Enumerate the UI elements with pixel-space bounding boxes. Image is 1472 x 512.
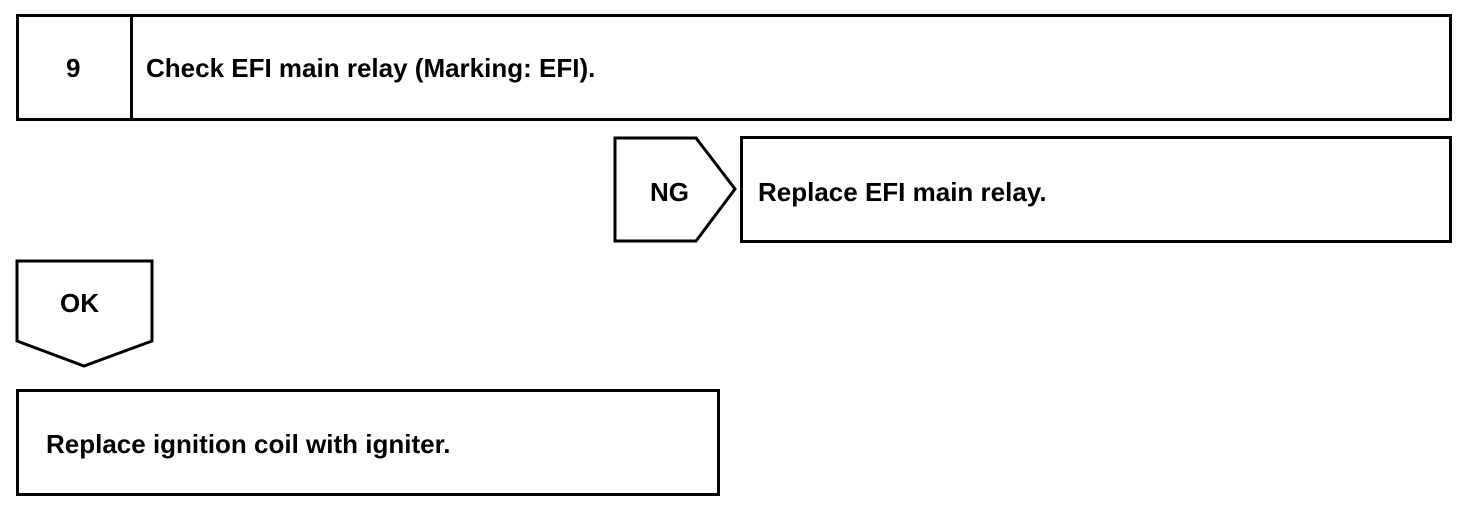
step-number-divider <box>130 14 133 121</box>
ng-arrow-shape <box>613 136 737 243</box>
ok-action-text: Replace ignition coil with igniter. <box>46 429 451 459</box>
step-title: Check EFI main relay (Marking: EFI). <box>146 53 596 83</box>
ng-label: NG <box>650 177 689 207</box>
ng-action-text: Replace EFI main relay. <box>758 177 1047 207</box>
ok-label: OK <box>60 288 99 318</box>
ok-action-box <box>16 389 720 496</box>
step-box <box>16 14 1452 121</box>
ok-arrow-shape <box>15 259 154 368</box>
ng-action-box <box>740 136 1452 243</box>
step-number: 9 <box>66 53 81 83</box>
